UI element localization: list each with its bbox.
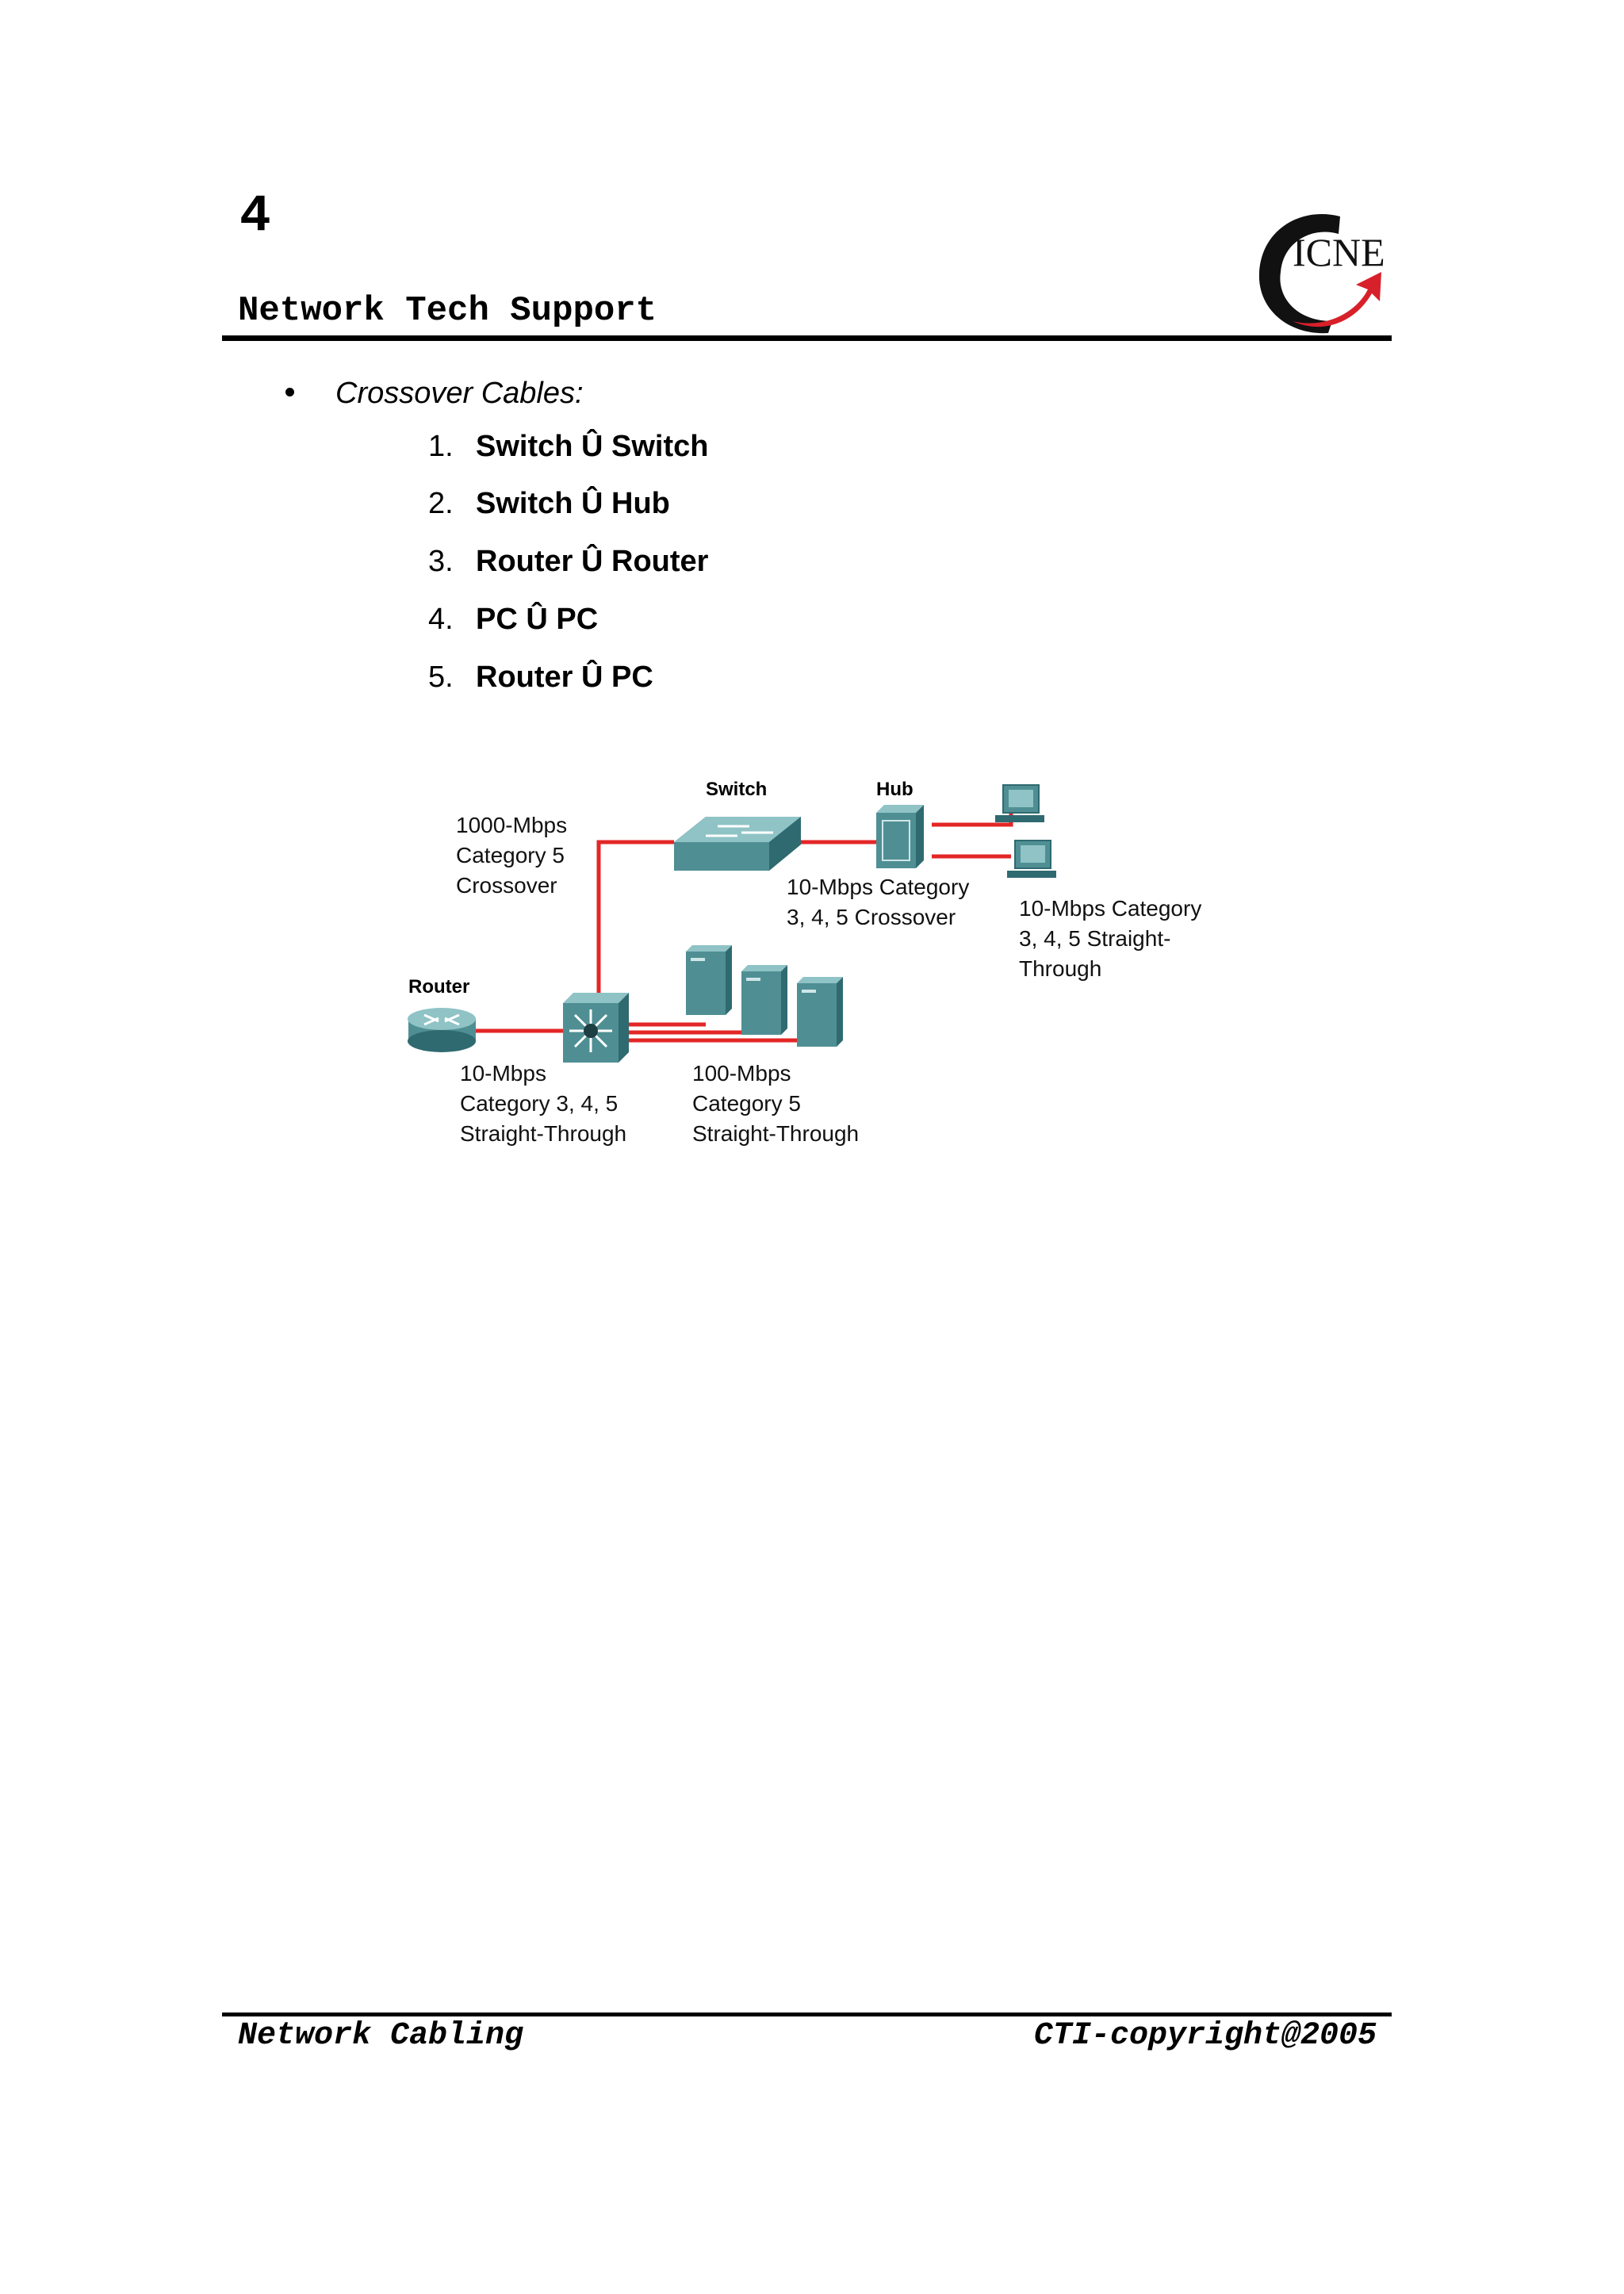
server-icon bbox=[686, 945, 732, 1015]
list-label: Switch Û Switch bbox=[476, 430, 709, 463]
note-10-router-line: Straight-Through bbox=[460, 1121, 626, 1146]
list-item: 2. Switch Û Hub bbox=[428, 488, 670, 519]
list-number: 1. bbox=[428, 430, 454, 463]
header-rule bbox=[222, 335, 1392, 341]
list-item: 1. Switch Û Switch bbox=[428, 431, 708, 461]
header-title: Network Tech Support bbox=[238, 291, 657, 331]
note-10-straight-line: 10-Mbps Category bbox=[1019, 896, 1201, 921]
switch-icon bbox=[674, 817, 801, 871]
note-1000-line: Crossover bbox=[456, 873, 557, 898]
note-100-line: Category 5 bbox=[692, 1091, 801, 1116]
hub-icon bbox=[876, 805, 924, 868]
note-10-router-line: 10-Mbps bbox=[460, 1061, 546, 1086]
note-100-line: Straight-Through bbox=[692, 1121, 859, 1146]
list-label: Switch Û Hub bbox=[476, 487, 670, 520]
switch-label: Switch bbox=[706, 779, 767, 800]
pc-icon bbox=[1007, 840, 1056, 878]
note-10-straight-line: 3, 4, 5 Straight- bbox=[1019, 926, 1170, 951]
list-number: 5. bbox=[428, 661, 454, 694]
list-label: PC Û PC bbox=[476, 603, 599, 636]
network-cabling-diagram: Switch Hub Router bbox=[408, 779, 1201, 1146]
icne-logo: ICNE bbox=[1258, 213, 1385, 334]
list-label: Router Û Router bbox=[476, 545, 709, 578]
note-10-crossover-line: 10-Mbps Category bbox=[787, 875, 969, 899]
list-label: Router Û PC bbox=[476, 661, 653, 694]
bullet-point-icon bbox=[285, 388, 294, 396]
router-icon bbox=[408, 1008, 476, 1052]
multilayer-switch-icon bbox=[563, 993, 629, 1063]
bullet-text: Crossover Cables: bbox=[335, 377, 584, 410]
list-item: 4. PC Û PC bbox=[428, 604, 598, 634]
cable-switch-crossover bbox=[596, 840, 674, 1041]
list-item: 3. Router Û Router bbox=[428, 546, 708, 576]
list-item: 5. Router Û PC bbox=[428, 662, 653, 692]
router-label: Router bbox=[408, 976, 469, 998]
server-icon bbox=[741, 965, 787, 1035]
footer-left: Network Cabling bbox=[238, 2018, 524, 2054]
footer-rule bbox=[222, 2013, 1392, 2016]
page-number: 4 bbox=[239, 186, 271, 246]
note-10-router-line: Category 3, 4, 5 bbox=[460, 1091, 618, 1116]
footer-right: CTI-copyright@2005 bbox=[1033, 2018, 1377, 2054]
list-number: 3. bbox=[428, 545, 454, 578]
hub-label: Hub bbox=[876, 779, 914, 800]
list-number: 2. bbox=[428, 487, 454, 520]
note-1000-line: 1000-Mbps bbox=[456, 813, 567, 837]
note-1000-line: Category 5 bbox=[456, 843, 565, 867]
cables bbox=[476, 810, 1013, 1043]
note-100-line: 100-Mbps bbox=[692, 1061, 791, 1086]
logo-text: ICNE bbox=[1293, 230, 1385, 274]
note-10-straight-line: Through bbox=[1019, 956, 1101, 981]
note-10-crossover-line: 3, 4, 5 Crossover bbox=[787, 905, 956, 929]
list-number: 4. bbox=[428, 603, 454, 636]
server-icon bbox=[797, 977, 843, 1047]
pc-icon bbox=[995, 784, 1044, 822]
